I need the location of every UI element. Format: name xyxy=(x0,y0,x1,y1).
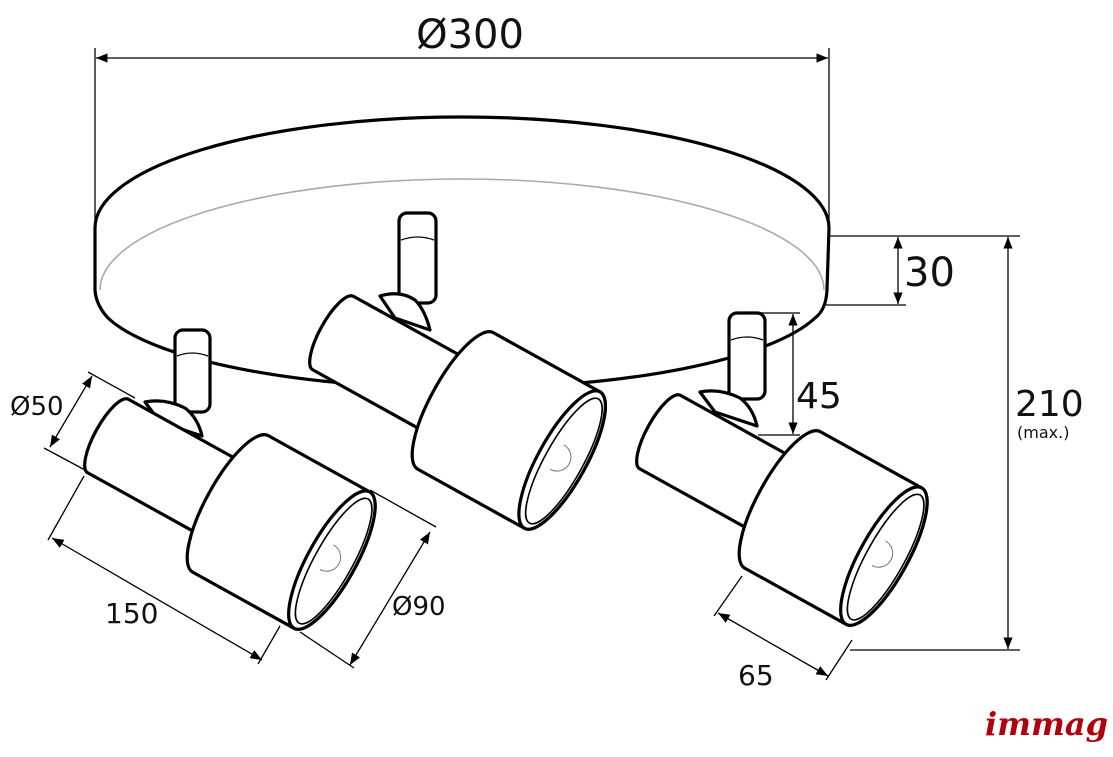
brand-logo: immag xyxy=(985,705,1108,743)
spotlight-middle xyxy=(308,294,608,531)
ceiling-canopy xyxy=(93,115,831,390)
dimension-canopy-diameter: Ø300 xyxy=(94,12,830,230)
dimension-label: 65 xyxy=(738,659,774,692)
dimension-label: Ø90 xyxy=(392,592,446,622)
dimension-shade-diameter: Ø90 xyxy=(299,489,446,669)
mount-stem-middle xyxy=(378,211,438,332)
dimension-stem-height: 45 xyxy=(758,312,842,436)
dimension-label: 150 xyxy=(105,597,158,630)
dimension-rear-diameter: Ø50 xyxy=(10,371,136,471)
dimension-label: Ø50 xyxy=(10,392,64,422)
dimension-label: 45 xyxy=(796,376,842,417)
dimension-total-height: 210 (max.) xyxy=(850,237,1084,651)
spotlight-right xyxy=(635,393,929,627)
dimension-shade-length: 65 xyxy=(713,575,853,692)
dimension-label: 210 xyxy=(1015,384,1084,425)
dimension-spot-length: 150 xyxy=(47,475,281,665)
dimension-note: (max.) xyxy=(1017,423,1069,442)
mount-stem-right xyxy=(698,311,767,428)
dimension-label: 30 xyxy=(904,250,955,296)
mount-stem-left xyxy=(143,328,212,438)
dimension-label: Ø300 xyxy=(416,12,524,58)
dimension-canopy-height: 30 xyxy=(826,235,1020,306)
